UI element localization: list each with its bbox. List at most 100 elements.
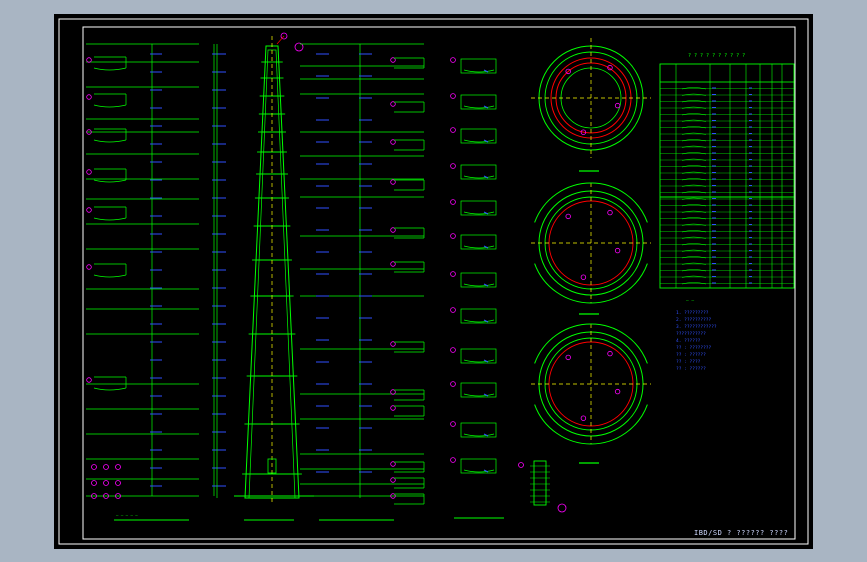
dim-mark	[483, 105, 489, 109]
dim-mark	[483, 245, 489, 249]
bar-mark-circle	[390, 389, 396, 395]
table-rebar-shape	[681, 230, 707, 233]
drawing-canvas[interactable]: — — — — — ? ? ? ? ? ? ? ? ? ? — —1. ????…	[54, 14, 813, 549]
bar-mark-circle	[390, 261, 396, 267]
bar-mark-circle	[450, 199, 456, 205]
notes-line: ?? : ????????	[676, 345, 712, 351]
bar-mark-circle	[580, 415, 587, 421]
table-rebar-shape	[681, 126, 707, 129]
table-rebar-shape	[681, 93, 707, 96]
table-rebar-shape	[681, 210, 707, 213]
table-rebar-shape	[681, 132, 707, 135]
rebar-shape	[460, 382, 497, 398]
dim-mark	[483, 359, 489, 363]
rebar-curve	[463, 211, 495, 215]
tower-elevation	[216, 32, 361, 521]
bar-mark-circle	[86, 129, 92, 135]
bar-mark-circle	[86, 264, 92, 270]
notes-line: ???????????	[676, 331, 706, 337]
rebar-shape	[93, 274, 127, 278]
rebar-schedule-table: ? ? ? ? ? ? ? ? ? ?	[659, 53, 795, 289]
bar-mark-circle	[103, 493, 109, 499]
table-rebar-shape	[681, 184, 707, 187]
rebar-curve	[463, 393, 495, 397]
bar-mark-circle	[607, 209, 613, 216]
table-rebar-shape	[681, 106, 707, 109]
table-rebar-shape	[681, 145, 707, 148]
table-header-text: ? ? ? ? ? ? ? ? ? ?	[688, 53, 745, 59]
bar-mark-circle	[607, 350, 613, 357]
rebar-curve	[463, 245, 495, 249]
bar-mark-circle	[86, 57, 92, 63]
bar-mark-circle	[450, 307, 456, 313]
bar-mark-circle	[390, 461, 396, 467]
bar-mark-circle	[450, 163, 456, 169]
rebar-shape	[93, 217, 127, 221]
rebar-shape	[93, 179, 127, 183]
rebar-shape	[460, 128, 497, 144]
dim-mark	[483, 433, 489, 437]
bar-mark-circle	[86, 169, 92, 175]
title-text: IBD/SD ? ?????? ????	[694, 529, 789, 537]
rebar-shape	[460, 422, 497, 438]
anchor-detail	[533, 460, 547, 506]
rebar-curve	[463, 319, 495, 323]
rebar-curve	[463, 433, 495, 437]
table-rebar-shape	[681, 158, 707, 161]
bar-mark-circle	[565, 68, 571, 75]
dim-mark	[483, 211, 489, 215]
bar-mark-circle	[103, 480, 109, 486]
bar-mark-circle	[91, 464, 97, 470]
bar-mark-circle	[450, 347, 456, 353]
table-rebar-shape	[681, 113, 707, 116]
dim-mark	[483, 139, 489, 143]
outer-frame	[58, 18, 809, 545]
table-rebar-shape	[681, 282, 707, 285]
scale-label: — — — — —	[116, 513, 138, 518]
rebar-curve	[463, 69, 495, 73]
rebar-shape	[460, 308, 497, 324]
bar-mark-circle	[390, 139, 396, 145]
rebar-shape	[93, 387, 127, 391]
bar-mark-circle	[565, 354, 571, 361]
bar-mark-circle	[390, 57, 396, 63]
rebar-shape	[460, 458, 497, 474]
table-rebar-shape	[681, 243, 707, 246]
table-rebar-shape	[681, 165, 707, 168]
notes-line: 3. ????????????	[676, 324, 717, 330]
bar-mark-circle	[86, 94, 92, 100]
callout-leader	[276, 35, 285, 45]
bar-mark-circle	[450, 457, 456, 463]
bar-mark-circle	[390, 101, 396, 107]
rebar-shape	[460, 272, 497, 288]
rebar-shape	[460, 234, 497, 250]
bar-mark-circle	[614, 247, 621, 254]
bar-mark-circle	[450, 57, 456, 63]
rebar-shape	[460, 58, 497, 74]
table-rebar-shape	[681, 223, 707, 226]
notes-line: ?? : ??????	[676, 352, 706, 358]
bar-mark-circle	[390, 477, 396, 483]
section-circles	[518, 38, 651, 513]
bar-mark-circle	[86, 377, 92, 383]
bar-mark-circle	[557, 503, 567, 513]
rebar-curve	[463, 105, 495, 109]
table-rebar-shape	[681, 100, 707, 103]
drawing-sheet[interactable]: — — — — — ? ? ? ? ? ? ? ? ? ? — —1. ????…	[54, 14, 813, 549]
rebar-detail-panel: — — — — —	[86, 43, 226, 521]
rebar-shape	[460, 164, 497, 180]
table-rebar-shape	[681, 217, 707, 220]
bar-mark-circle	[86, 207, 92, 213]
dim-mark	[483, 175, 489, 179]
notes-block: — —1. ?????????2. ??????????3. ?????????…	[676, 299, 717, 372]
table-rebar-shape	[681, 119, 707, 122]
dim-mark	[483, 69, 489, 73]
table-rebar-shape	[681, 269, 707, 272]
callout-circle	[280, 32, 288, 40]
rebar-shape	[460, 348, 497, 364]
bar-mark-circle	[450, 127, 456, 133]
bar-mark-circle	[390, 341, 396, 347]
tower-outline	[244, 45, 300, 499]
bar-mark-circle	[115, 464, 121, 470]
